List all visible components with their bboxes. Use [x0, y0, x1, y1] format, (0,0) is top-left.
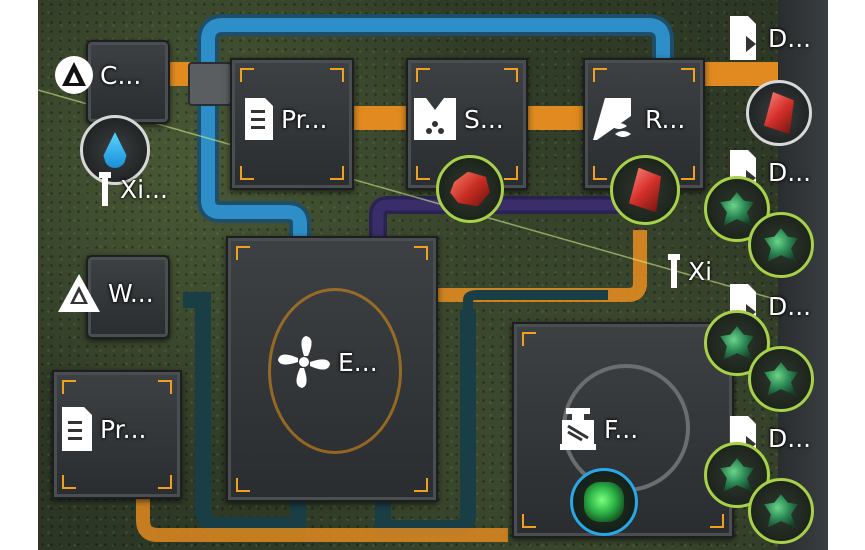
document-icon [245, 98, 273, 140]
pipe-teal-top [463, 290, 608, 310]
fabricator-icon [560, 408, 596, 450]
extractor-right-label[interactable]: Xi [666, 254, 712, 288]
red-ore-icon [450, 171, 490, 207]
depot-1-label[interactable]: D... [728, 14, 811, 62]
extractor-water-name: Xi... [120, 174, 168, 204]
green-crystal-icon [764, 494, 798, 528]
pipe-orange-right [433, 230, 647, 302]
extractor-water-label[interactable]: Xi... [96, 172, 168, 206]
depot-3-slot-b[interactable] [748, 346, 814, 412]
refinery-label[interactable]: R... [591, 96, 685, 142]
water-pump-label[interactable]: W... [56, 272, 154, 314]
depot-4-name: D... [768, 423, 812, 453]
depot-1-name: D... [768, 23, 812, 53]
green-crystal-icon [764, 362, 798, 396]
green-crystal-icon [720, 458, 754, 492]
green-crystal-icon [720, 192, 754, 226]
pipe-blue-left [201, 90, 307, 240]
water-pump-name: W... [108, 278, 154, 308]
engine-reactor-ring [268, 288, 402, 454]
smelter-label[interactable]: S... [412, 96, 504, 142]
collector-machine[interactable] [86, 40, 170, 124]
fabricator-label[interactable]: F... [558, 406, 638, 452]
green-crystal-icon [720, 326, 754, 360]
document-icon [62, 407, 92, 451]
smelter-name: S... [464, 104, 504, 134]
pipe-junction[interactable] [188, 62, 232, 106]
processor-bottom-label[interactable]: Pr... [60, 405, 146, 453]
depot-3-label[interactable]: D... [728, 282, 811, 330]
water-resource-slot[interactable] [80, 115, 150, 185]
refinery-icon [593, 98, 631, 140]
pipe-network [38, 14, 779, 542]
refinery-name: R... [645, 104, 686, 134]
depot-4-slot-b[interactable] [748, 478, 814, 544]
cube-logo-icon [58, 274, 100, 312]
fan-icon [278, 336, 330, 388]
processor-top-label[interactable]: Pr... [243, 96, 327, 142]
drill-icon [668, 254, 680, 288]
engine-machine[interactable] [226, 236, 438, 502]
depot-1-slot[interactable] [746, 80, 812, 146]
pipe-purple [372, 199, 648, 240]
depot-icon [730, 16, 756, 60]
pipe-blue-top [201, 18, 670, 90]
ore-output-slot[interactable] [436, 155, 504, 223]
laser-beam [38, 89, 779, 301]
factory-map[interactable]: C... Xi... W... Pr... S... R... [38, 0, 828, 550]
processor-top-name: Pr... [281, 104, 328, 134]
depot-2-name: D... [768, 157, 812, 187]
fabricator-output-slot[interactable] [570, 468, 638, 536]
depot-3-name: D... [768, 291, 812, 321]
pipe-orange-link-1 [348, 106, 408, 130]
green-compound-icon [584, 482, 624, 522]
red-crystal-icon [629, 167, 661, 213]
processor-bottom-name: Pr... [100, 414, 147, 444]
smelter-icon [414, 98, 456, 140]
depot-2-slot-a[interactable] [704, 176, 770, 242]
green-crystal-icon [764, 228, 798, 262]
water-drop-icon [103, 132, 127, 168]
pipe-orange-link-2 [523, 106, 583, 130]
engine-label[interactable]: E... [276, 334, 378, 390]
collector-label[interactable]: C... [54, 55, 141, 95]
triangle-logo-icon [55, 56, 93, 94]
extractor-right-name: Xi [688, 256, 713, 286]
depot-2-slot-b[interactable] [748, 212, 814, 278]
fabricator-name: F... [604, 414, 639, 444]
pipe-teal-left [183, 292, 306, 533]
refined-ore-output-slot[interactable] [610, 155, 680, 225]
red-crystal-icon [764, 92, 794, 134]
engine-name: E... [338, 347, 378, 377]
collector-name: C... [100, 60, 142, 90]
pipe-orange-bottom [136, 490, 508, 542]
drill-icon [99, 172, 111, 206]
